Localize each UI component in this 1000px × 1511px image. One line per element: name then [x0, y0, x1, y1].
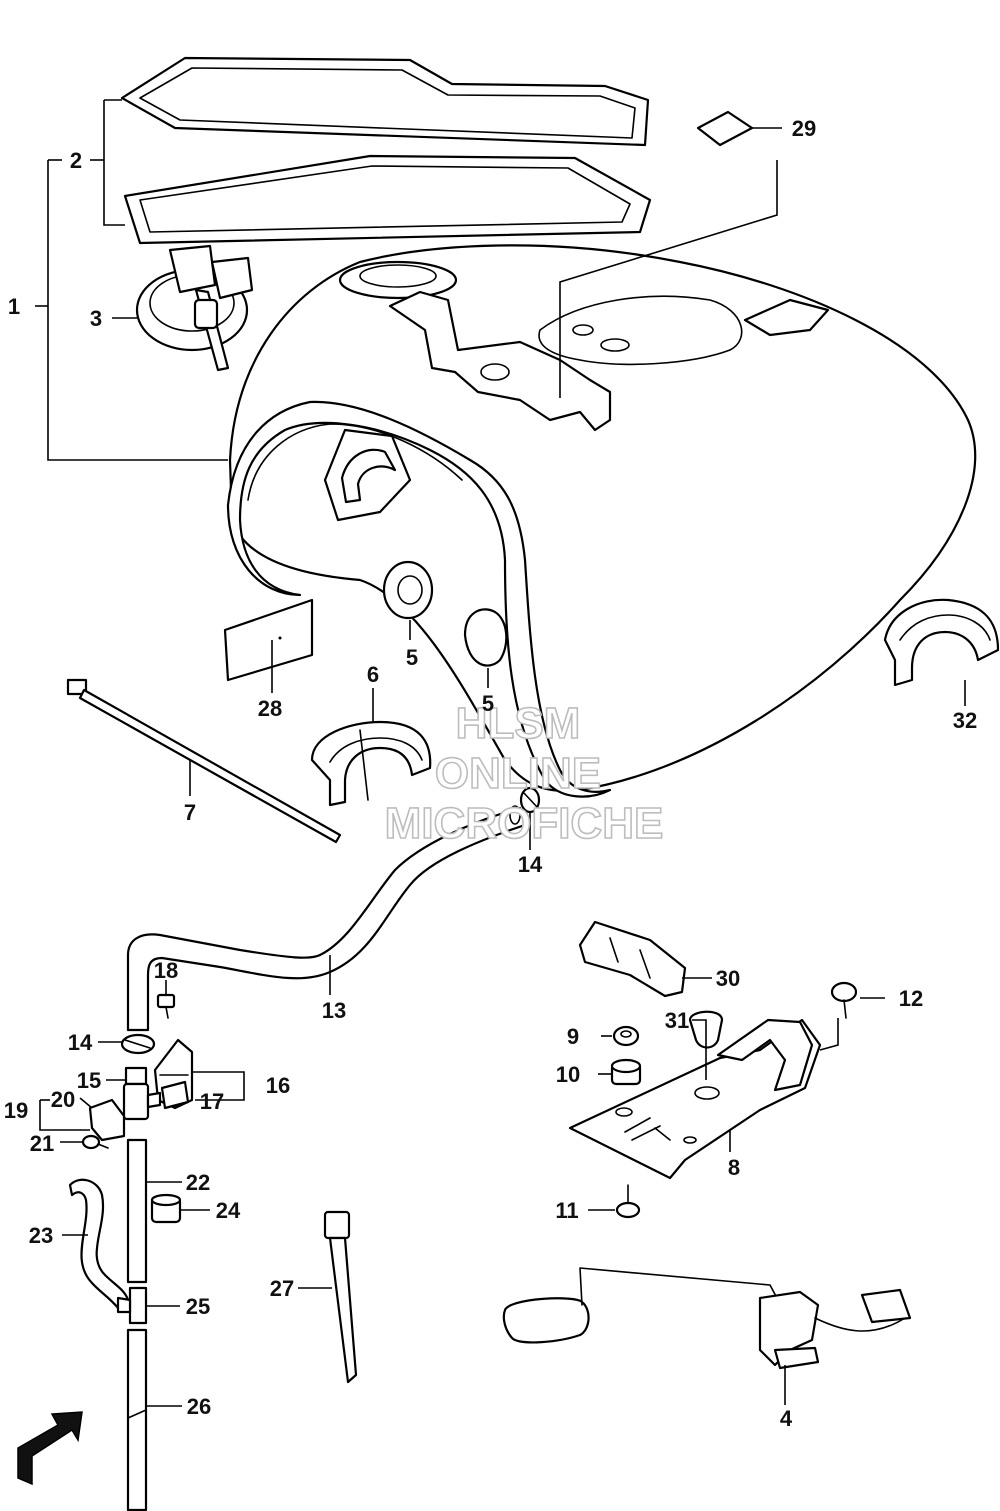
callout-27: 27 — [270, 1276, 294, 1301]
fwd-arrow: FWD — [17, 1411, 84, 1486]
callout-labels: 1 2 3 29 5 5 6 28 32 7 14 13 18 14 15 16… — [4, 116, 977, 1431]
part-28-label[interactable] — [223, 598, 314, 682]
callout-9: 9 — [567, 1024, 579, 1049]
callout-8: 8 — [728, 1155, 740, 1180]
callout-22: 22 — [186, 1170, 210, 1195]
part-26-hose[interactable] — [126, 1328, 148, 1511]
watermark-line-1: HLSM — [456, 699, 581, 748]
callout-6: 6 — [367, 662, 379, 687]
part-23-hose[interactable] — [68, 1178, 130, 1310]
callout-5b: 5 — [482, 691, 494, 716]
callout-12: 12 — [899, 986, 923, 1011]
part-27-cable-tie[interactable] — [323, 1210, 358, 1384]
part-29-label[interactable] — [696, 110, 754, 147]
watermark-line-2: ONLINE — [435, 749, 601, 798]
part-5-cushion-a[interactable] — [382, 560, 434, 620]
callout-19: 19 — [4, 1098, 28, 1123]
callout-13: 13 — [322, 998, 346, 1023]
callout-14b: 14 — [68, 1030, 93, 1055]
part-12-bolt[interactable] — [830, 981, 858, 1019]
part-5-cushion-b[interactable] — [463, 608, 508, 667]
callout-7: 7 — [184, 800, 196, 825]
callout-11: 11 — [555, 1198, 578, 1223]
part-8-bracket[interactable] — [568, 1018, 822, 1180]
part-15-valve[interactable] — [122, 1066, 162, 1121]
part-4-fuel-gauge[interactable] — [502, 1267, 912, 1370]
part-22-hose[interactable] — [126, 1138, 148, 1284]
part-24-collar[interactable] — [150, 1193, 182, 1224]
part-9-cushion[interactable] — [612, 1025, 640, 1047]
part-1-fuel-tank[interactable] — [226, 244, 977, 798]
callout-17: 17 — [200, 1089, 224, 1114]
callout-29: 29 — [792, 116, 816, 141]
part-17-bracket-plate[interactable] — [160, 1080, 190, 1110]
callout-1: 1 — [8, 294, 20, 319]
part-32-tank-cushion[interactable] — [883, 598, 1000, 687]
callout-25: 25 — [186, 1294, 210, 1319]
callout-14a: 14 — [518, 852, 543, 877]
part-30-cushion[interactable] — [578, 920, 687, 998]
leader-lines — [35, 99, 966, 1407]
watermark: HLSM ONLINE MICROFICHE — [384, 698, 664, 849]
callout-3: 3 — [90, 306, 102, 331]
callout-26: 26 — [187, 1394, 211, 1419]
watermark-line-3: MICROFICHE — [385, 799, 664, 848]
callout-21: 21 — [30, 1131, 54, 1156]
part-14-clamp-b[interactable] — [120, 1033, 156, 1055]
callout-5a: 5 — [406, 645, 418, 670]
callout-28: 28 — [258, 696, 282, 721]
callout-20: 20 — [51, 1087, 75, 1112]
callout-15: 15 — [77, 1068, 101, 1093]
part-7-cable-tie[interactable] — [66, 678, 342, 844]
callout-31: 31 — [665, 1008, 689, 1033]
callout-2: 2 — [70, 148, 82, 173]
callout-4: 4 — [780, 1406, 793, 1431]
part-6-tank-cushion[interactable] — [310, 720, 432, 807]
part-11-bolt[interactable] — [615, 1184, 641, 1219]
part-10-collar[interactable] — [610, 1058, 642, 1086]
callout-23: 23 — [29, 1223, 53, 1248]
callout-10: 10 — [556, 1062, 580, 1087]
callout-32: 32 — [953, 708, 977, 733]
callout-18: 18 — [154, 958, 178, 983]
callout-24: 24 — [216, 1198, 241, 1223]
part-2-tank-emblems[interactable] — [120, 56, 652, 245]
part-3-fuel-cap[interactable] — [135, 244, 254, 372]
part-13-hose[interactable] — [126, 805, 527, 1032]
callout-30: 30 — [716, 966, 740, 991]
part-18-bolt[interactable] — [156, 993, 176, 1019]
part-20-clamp[interactable] — [88, 1098, 126, 1142]
callout-16: 16 — [266, 1073, 290, 1098]
